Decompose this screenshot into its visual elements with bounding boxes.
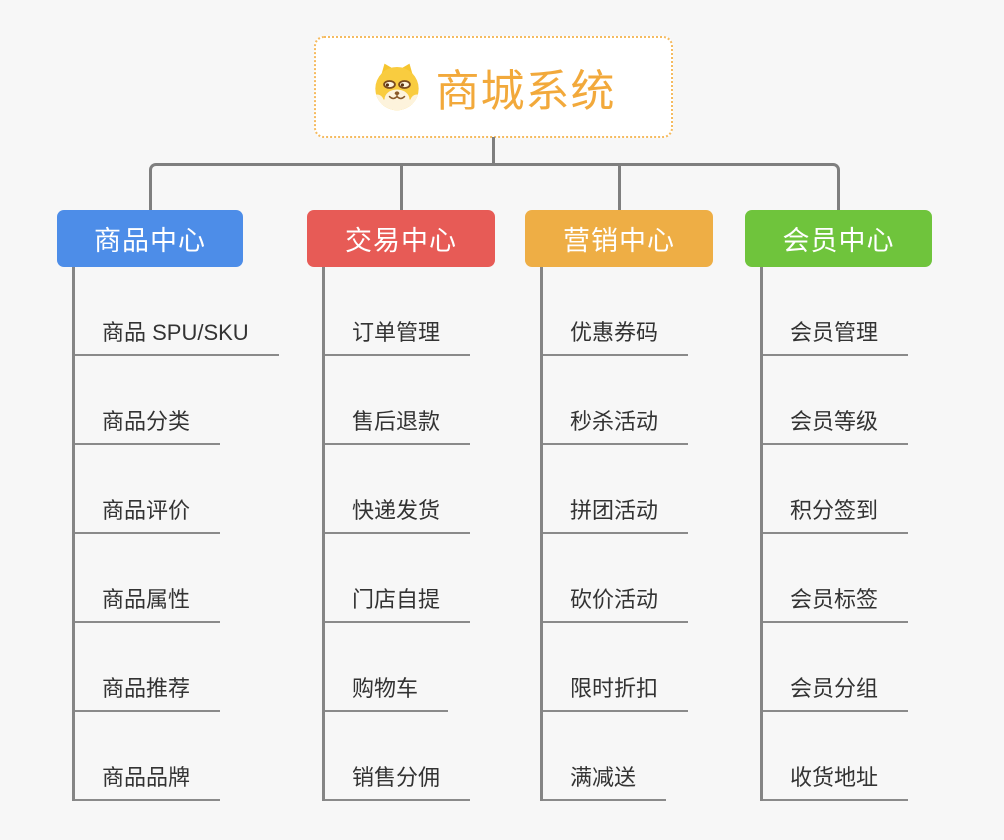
leaf-row: 收货地址 bbox=[760, 712, 932, 801]
leaf-row: 满减送 bbox=[540, 712, 713, 801]
leaf-node[interactable]: 满减送 bbox=[540, 764, 667, 801]
leaf-node[interactable]: 商品推荐 bbox=[72, 675, 221, 712]
connector-drop-branch-2 bbox=[399, 165, 403, 210]
leaf-row: 拼团活动 bbox=[540, 445, 713, 534]
leaf-row: 积分签到 bbox=[760, 445, 932, 534]
leaf-row: 快递发货 bbox=[322, 445, 495, 534]
leaf-node[interactable]: 会员管理 bbox=[760, 319, 909, 356]
leaf-node[interactable]: 积分签到 bbox=[760, 497, 909, 534]
branch-column-member: 会员中心 会员管理 会员等级 积分签到 会员标签 会员分组 收货地址 bbox=[745, 210, 932, 801]
branch-node-marketing[interactable]: 营销中心 bbox=[525, 210, 713, 267]
leaf-node[interactable]: 商品属性 bbox=[72, 586, 221, 623]
leaf-row: 商品评价 bbox=[72, 445, 243, 534]
connector-drop-branch-3 bbox=[617, 165, 621, 210]
leaf-row: 商品属性 bbox=[72, 534, 243, 623]
branch-column-marketing: 营销中心 优惠券码 秒杀活动 拼团活动 砍价活动 限时折扣 满减送 bbox=[525, 210, 713, 801]
leaf-node[interactable]: 拼团活动 bbox=[540, 497, 689, 534]
leaf-row: 会员管理 bbox=[760, 267, 932, 356]
dog-face-icon bbox=[372, 62, 422, 112]
leaf-node[interactable]: 限时折扣 bbox=[540, 675, 689, 712]
branch-node-member[interactable]: 会员中心 bbox=[745, 210, 932, 267]
leaf-node[interactable]: 砍价活动 bbox=[540, 586, 689, 623]
branch-node-product[interactable]: 商品中心 bbox=[57, 210, 243, 267]
leaf-node[interactable]: 会员等级 bbox=[760, 408, 909, 445]
branch-children: 优惠券码 秒杀活动 拼团活动 砍价活动 限时折扣 满减送 bbox=[540, 267, 713, 801]
leaf-row: 购物车 bbox=[322, 623, 495, 712]
branch-children: 商品 SPU/SKU 商品分类 商品评价 商品属性 商品推荐 商品品牌 bbox=[72, 267, 279, 801]
leaf-node[interactable]: 商品评价 bbox=[72, 497, 221, 534]
leaf-row: 商品推荐 bbox=[72, 623, 243, 712]
leaf-node[interactable]: 会员分组 bbox=[760, 675, 909, 712]
leaf-node[interactable]: 门店自提 bbox=[322, 586, 471, 623]
leaf-row: 销售分佣 bbox=[322, 712, 495, 801]
leaf-row: 会员等级 bbox=[760, 356, 932, 445]
leaf-row: 会员分组 bbox=[760, 623, 932, 712]
leaf-row: 砍价活动 bbox=[540, 534, 713, 623]
branch-column-product: 商品中心 商品 SPU/SKU 商品分类 商品评价 商品属性 商品推荐 商品品牌 bbox=[57, 210, 279, 801]
branch-node-trade[interactable]: 交易中心 bbox=[307, 210, 495, 267]
leaf-row: 订单管理 bbox=[322, 267, 495, 356]
leaf-node[interactable]: 订单管理 bbox=[322, 319, 471, 356]
leaf-node[interactable]: 售后退款 bbox=[322, 408, 471, 445]
leaf-node[interactable]: 商品 SPU/SKU bbox=[72, 319, 279, 356]
leaf-node[interactable]: 商品分类 bbox=[72, 408, 221, 445]
leaf-node[interactable]: 购物车 bbox=[322, 675, 449, 712]
root-node[interactable]: 商城系统 bbox=[314, 36, 673, 138]
leaf-node[interactable]: 收货地址 bbox=[760, 764, 909, 801]
connector-root-drop bbox=[492, 137, 495, 165]
leaf-row: 售后退款 bbox=[322, 356, 495, 445]
branch-children: 会员管理 会员等级 积分签到 会员标签 会员分组 收货地址 bbox=[760, 267, 932, 801]
branch-column-trade: 交易中心 订单管理 售后退款 快递发货 门店自提 购物车 销售分佣 bbox=[307, 210, 495, 801]
leaf-row: 商品 SPU/SKU bbox=[72, 267, 279, 356]
branch-children: 订单管理 售后退款 快递发货 门店自提 购物车 销售分佣 bbox=[322, 267, 495, 801]
leaf-row: 门店自提 bbox=[322, 534, 495, 623]
leaf-node[interactable]: 商品品牌 bbox=[72, 764, 221, 801]
leaf-node[interactable]: 会员标签 bbox=[760, 586, 909, 623]
connector-horizontal bbox=[149, 163, 840, 210]
leaf-node[interactable]: 优惠券码 bbox=[540, 319, 689, 356]
leaf-row: 秒杀活动 bbox=[540, 356, 713, 445]
leaf-row: 优惠券码 bbox=[540, 267, 713, 356]
leaf-node[interactable]: 快递发货 bbox=[322, 497, 471, 534]
leaf-node[interactable]: 秒杀活动 bbox=[540, 408, 689, 445]
leaf-row: 商品品牌 bbox=[72, 712, 243, 801]
leaf-row: 商品分类 bbox=[72, 356, 243, 445]
leaf-row: 会员标签 bbox=[760, 534, 932, 623]
leaf-node[interactable]: 销售分佣 bbox=[322, 764, 471, 801]
leaf-row: 限时折扣 bbox=[540, 623, 713, 712]
root-title: 商城系统 bbox=[435, 67, 616, 116]
